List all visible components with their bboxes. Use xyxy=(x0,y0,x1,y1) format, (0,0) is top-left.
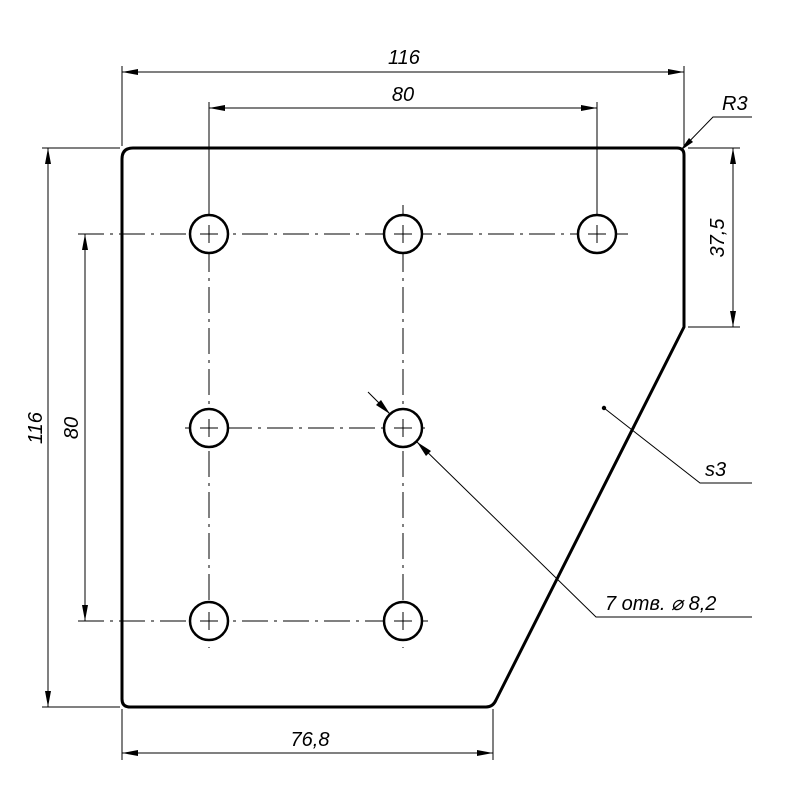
leader-thickness: s3 xyxy=(601,405,752,484)
hole-3 xyxy=(576,213,618,255)
plate-outline xyxy=(120,146,686,709)
dim-overall-width-label: 116 xyxy=(388,47,421,69)
dim-hole-span-vertical: 80 xyxy=(61,234,88,621)
hole-7 xyxy=(382,600,424,642)
hole-1 xyxy=(188,213,230,255)
dim-hole-span-horizontal: 80 xyxy=(208,84,598,214)
corner-radius-label: R3 xyxy=(722,93,748,115)
dim-right-edge-height: 37,5 xyxy=(688,147,740,328)
holes xyxy=(188,213,618,642)
dim-bottom-edge-width-label: 76,8 xyxy=(291,729,330,751)
dim-right-edge-height-label: 37,5 xyxy=(707,218,729,258)
dim-bottom-edge-width: 76,8 xyxy=(121,709,494,760)
dim-overall-height-label: 116 xyxy=(25,411,47,444)
hole-2 xyxy=(382,213,424,255)
holes-callout-label: 7 отв. ⌀ 8,2 xyxy=(605,593,716,615)
dim-hole-span-horizontal-label: 80 xyxy=(392,84,414,106)
leader-holes: 7 отв. ⌀ 8,2 xyxy=(367,391,752,618)
hole-5 xyxy=(382,407,424,449)
dim-overall-width: 116 xyxy=(121,47,685,146)
dim-hole-span-vertical-label: 80 xyxy=(61,417,83,439)
hole-6 xyxy=(188,600,230,642)
thickness-label: s3 xyxy=(705,459,726,481)
hole-4 xyxy=(188,407,230,449)
center-lines xyxy=(78,205,628,648)
leader-corner-radius: R3 xyxy=(680,93,752,151)
dim-overall-height: 116 xyxy=(25,147,120,708)
